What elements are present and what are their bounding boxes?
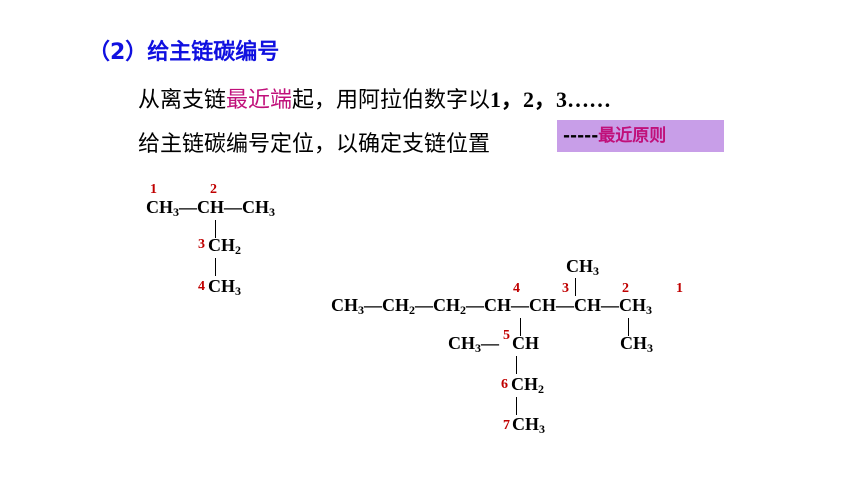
mol2-bond-top-methyl (575, 278, 576, 296)
mol2-label-1: 1 (676, 281, 683, 296)
badge-text: 最近原则 (598, 126, 667, 146)
mol1-bond-2-3 (215, 220, 216, 238)
mol1-label-3: 3 (198, 237, 205, 252)
mol2-label-3: 3 (562, 281, 569, 296)
section-heading: （2）给主链碳编号 (88, 40, 280, 65)
mol2-label-4: 4 (513, 281, 520, 296)
mol1-label-2: 2 (210, 182, 217, 197)
mol1-label-1: 1 (150, 182, 157, 197)
mol1-carbon-3: CH2 (208, 235, 241, 257)
mol2-label-6: 6 (501, 377, 508, 392)
badge-dashes: ----- (563, 126, 599, 146)
description-line-1: 从离支链最近端起，用阿拉伯数字以1，2，3…… (138, 82, 611, 114)
mol1-label-4: 4 (198, 279, 205, 294)
mol2-label-5: 5 (503, 328, 510, 343)
mol2-left-methyl: CH3— (448, 333, 499, 355)
nearest-rule-badge: -----最近原则 (557, 120, 724, 152)
mol2-label-2: 2 (622, 281, 629, 296)
mol2-bond-6-7 (516, 397, 517, 415)
line1-pre: 从离支链 (138, 88, 227, 113)
description-line-2: 给主链碳编号定位，以确定支链位置 (138, 132, 491, 157)
mol1-bond-3-4 (215, 258, 216, 276)
mol1-main-chain: CH3—CH—CH3 (146, 197, 275, 219)
mol2-bond-5-6 (516, 356, 517, 374)
mol2-top-methyl: CH3 (566, 256, 599, 278)
mol2-carbon-7: CH3 (512, 414, 545, 436)
mol2-right-methyl: CH3 (620, 333, 653, 355)
mol1-carbon-4: CH3 (208, 276, 241, 298)
mol2-main-chain: CH3—CH2—CH2—CH—CH—CH—CH3 (331, 295, 652, 317)
mol2-label-7: 7 (503, 418, 510, 433)
line1-highlight: 最近端 (226, 88, 293, 113)
mol2-carbon-5: CH (512, 333, 539, 353)
line1-numbers: 1，2，3…… (490, 87, 612, 112)
mol2-bond-4-5 (520, 318, 521, 336)
line1-post: 起，用阿拉伯数字以 (292, 88, 491, 113)
mol2-bond-2-methyl (628, 318, 629, 336)
mol2-carbon-6: CH2 (511, 374, 544, 396)
